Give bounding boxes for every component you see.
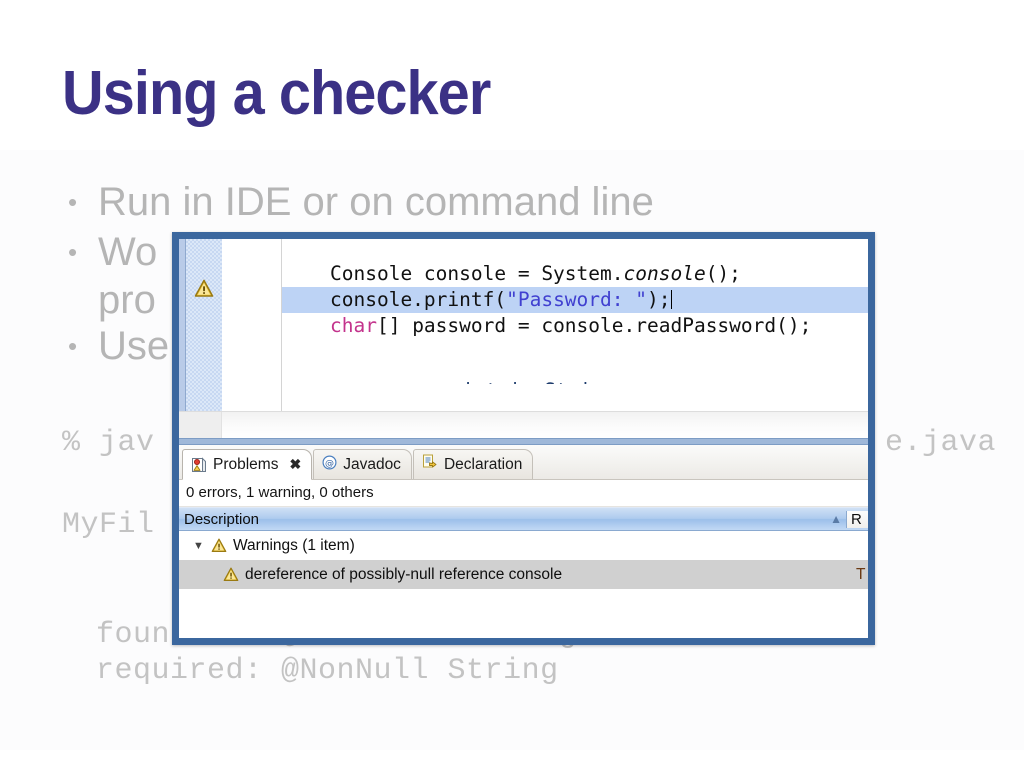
tab-javadoc[interactable]: @ Javadoc xyxy=(313,449,412,479)
editor-annotation-column xyxy=(223,239,282,411)
bullet-marker: • xyxy=(68,331,78,361)
bullet-item-2: • Wo xyxy=(62,228,157,276)
editor-bottom-gutter xyxy=(179,412,222,438)
tree-row-resource: T xyxy=(856,565,866,583)
terminal-line-command: % jav xyxy=(62,426,155,460)
code-text-italic: console xyxy=(623,262,706,285)
warning-triangle-icon xyxy=(211,538,227,553)
problems-icon xyxy=(191,456,207,473)
code-text: console.printf( xyxy=(330,288,507,311)
javadoc-at-icon: @ xyxy=(322,454,337,475)
bullet-label: Run in IDE or on command line xyxy=(98,180,654,224)
close-icon[interactable]: ✖ xyxy=(289,456,302,472)
bullet-label: Wo xyxy=(98,230,158,274)
problems-view: Problems ✖ @ Javadoc xyxy=(179,445,868,638)
tab-label: Problems xyxy=(213,455,279,473)
bullet-item-3: • Use xyxy=(62,322,169,370)
editor-code-area[interactable]: Console console = System.console(); cons… xyxy=(282,239,868,411)
problems-summary: 0 errors, 1 warning, 0 others xyxy=(179,480,868,507)
text-caret xyxy=(671,290,673,309)
bullet-item-2-continuation: pro xyxy=(98,278,156,322)
code-string-literal: "Password: " xyxy=(506,288,647,311)
sort-ascending-icon[interactable]: ▲ xyxy=(830,512,842,526)
terminal-line-required: required: @NonNull String xyxy=(96,654,559,688)
code-line-clipped: int i; String s; xyxy=(462,379,650,384)
code-text: Console console = System. xyxy=(330,262,624,285)
warning-triangle-icon xyxy=(223,567,239,582)
page-title: Using a checker xyxy=(62,59,491,128)
bullet-label: Use xyxy=(98,324,170,368)
chevron-down-icon[interactable]: ▼ xyxy=(193,539,204,552)
problems-column-header[interactable]: Description ▲ R xyxy=(179,507,868,531)
code-text: (); xyxy=(705,262,741,285)
view-tab-bar: Problems ✖ @ Javadoc xyxy=(179,445,868,480)
declaration-icon xyxy=(422,454,438,475)
view-sash-divider[interactable] xyxy=(179,438,868,445)
bullet-item-1: • Run in IDE or on command line xyxy=(62,178,654,226)
tab-problems[interactable]: Problems ✖ xyxy=(182,449,313,480)
tree-row-label: dereference of possibly-null reference c… xyxy=(245,565,563,583)
tab-label: Javadoc xyxy=(343,455,401,473)
editor-gutter[interactable] xyxy=(186,239,223,411)
terminal-line-command-tail: e.java xyxy=(885,426,997,460)
ide-screenshot-frame: Console console = System.console(); cons… xyxy=(172,232,875,645)
tab-declaration[interactable]: Declaration xyxy=(412,449,534,479)
terminal-line-file: MyFil xyxy=(62,508,155,542)
code-line-1: Console console = System.console(); xyxy=(282,261,868,287)
code-text: ); xyxy=(647,288,671,311)
tab-label: Declaration xyxy=(443,455,523,473)
tree-row-warnings-group[interactable]: ▼ Warnings (1 item) xyxy=(179,531,868,560)
svg-text:@: @ xyxy=(325,459,334,469)
code-line-2: console.printf("Password: "); xyxy=(282,287,868,313)
code-keyword: char xyxy=(330,314,377,337)
column-header-resource[interactable]: R xyxy=(846,510,868,528)
code-editor[interactable]: Console console = System.console(); cons… xyxy=(179,239,868,411)
code-line-3: char[] password = console.readPassword()… xyxy=(282,313,868,339)
column-header-description[interactable]: Description xyxy=(184,510,260,528)
bullet-marker: • xyxy=(68,237,78,267)
tree-row-label: Warnings (1 item) xyxy=(233,536,355,554)
code-text: [] password = console.readPassword(); xyxy=(376,314,812,337)
tree-row-warning-item[interactable]: dereference of possibly-null reference c… xyxy=(179,560,868,589)
warning-triangle-icon[interactable] xyxy=(194,279,214,298)
editor-bottom-edge xyxy=(179,411,868,438)
problems-tree[interactable]: ▼ Warnings (1 item) xyxy=(179,531,868,638)
editor-left-ruler xyxy=(179,239,186,411)
bullet-marker: • xyxy=(68,187,78,217)
